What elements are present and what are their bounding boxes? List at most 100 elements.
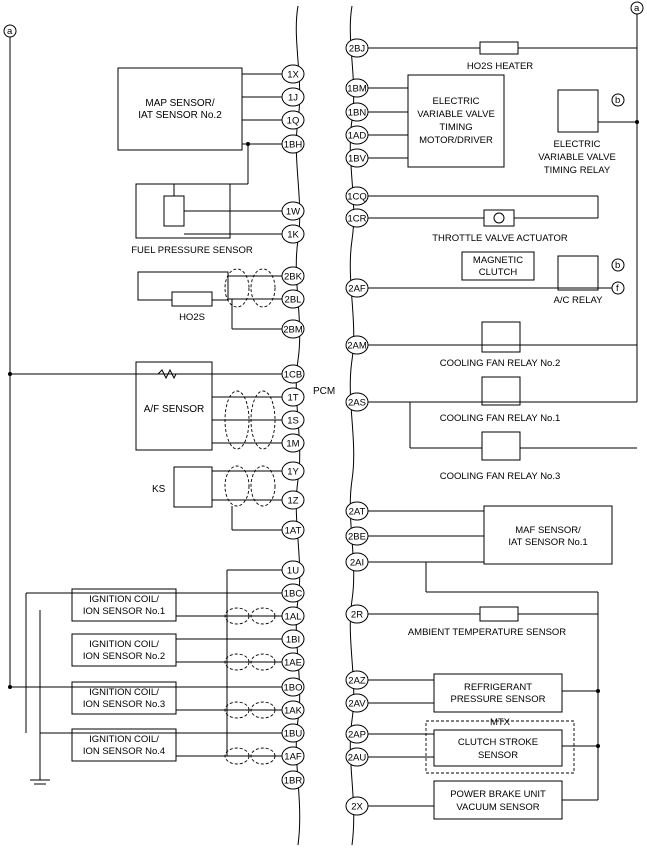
terminal-label: 1BO	[283, 683, 302, 694]
terminal-label: 1CR	[347, 214, 366, 225]
evvt-relay-line2: VARIABLE VALVE	[538, 152, 616, 163]
terminal-right-8	[345, 278, 369, 298]
terminal-label: 1BV	[348, 154, 367, 165]
terminal-label: 1AK	[284, 706, 303, 717]
terminal-label: 1AF	[284, 752, 302, 763]
terminal-left-10	[281, 387, 305, 407]
terminal-left-19	[281, 629, 305, 649]
terminal-label: 1M	[286, 439, 299, 450]
terminal-right-4	[345, 148, 369, 168]
terminal-right-10	[345, 392, 369, 412]
terminal-right-12	[345, 526, 369, 546]
connector-a-right-label: a	[634, 3, 640, 14]
terminal-right-1	[345, 78, 369, 98]
terminal-right-19	[345, 796, 369, 816]
evvt-motor-line4: MOTOR/DRIVER	[419, 135, 493, 146]
terminal-label: 1K	[287, 230, 299, 241]
brake-vacuum-line1: POWER BRAKE UNIT	[450, 789, 546, 800]
terminal-label: 1BC	[284, 589, 303, 600]
ho2s-heater-label: HO2S HEATER	[467, 61, 533, 72]
pcm-left-terminals: 1X1J1Q1BH1W1K2BK2BL2BM1CB1T1S1M1Y1Z1AT1U…	[281, 64, 305, 790]
map-sensor-line1: MAP SENSOR/	[145, 98, 214, 109]
fan-relay-1-label: COOLING FAN RELAY No.1	[440, 413, 561, 424]
throttle-actuator-label: THROTTLE VALVE ACTUATOR	[432, 233, 568, 244]
terminal-right-2	[345, 102, 369, 122]
terminal-left-20	[281, 652, 305, 672]
terminal-left-23	[281, 723, 305, 743]
terminal-label: 2AF	[348, 284, 366, 295]
terminal-label: 2BL	[285, 295, 302, 306]
terminal-label: 1J	[288, 93, 298, 104]
terminal-left-14	[281, 490, 305, 510]
terminal-left-6	[281, 266, 305, 286]
terminal-label: 1T	[287, 393, 298, 404]
terminal-label: 1BI	[286, 635, 300, 646]
clutch-stroke-line1: CLUTCH STROKE	[458, 737, 538, 748]
terminal-left-5	[281, 224, 305, 244]
brake-vacuum-line2: VACUUM SENSOR	[456, 802, 539, 813]
terminal-label: 2X	[351, 802, 363, 813]
terminal-label: 2AT	[349, 507, 366, 518]
connector-b-bottom: b	[615, 260, 620, 271]
terminal-left-13	[281, 461, 305, 481]
connector-a-left-label: a	[7, 26, 13, 37]
magnetic-clutch-line2: CLUTCH	[479, 267, 518, 278]
refrigerant-line2: PRESSURE SENSOR	[450, 694, 545, 705]
maf-line2: IAT SENSOR No.1	[508, 537, 587, 548]
fan-relay-2-label: COOLING FAN RELAY No.2	[440, 358, 561, 369]
fuel-pressure-sensor-label: FUEL PRESSURE SENSOR	[131, 245, 253, 256]
terminal-label: 1Y	[287, 467, 299, 478]
terminal-label: 1BH	[284, 140, 303, 151]
terminal-left-3	[281, 134, 305, 154]
maf-line1: MAF SENSOR/	[515, 525, 581, 536]
evvt-relay-line1: ELECTRIC	[554, 139, 601, 150]
terminal-label: 2AV	[348, 699, 366, 710]
map-sensor-line2: IAT SENSOR No.2	[138, 110, 222, 121]
terminal-right-16	[345, 693, 369, 713]
terminal-left-15	[281, 520, 305, 540]
terminal-label: 2BK	[284, 272, 303, 283]
terminal-label: 2AZ	[348, 676, 366, 687]
terminal-label: 1BM	[347, 84, 367, 95]
terminal-label: 2BE	[348, 532, 366, 543]
terminal-label: 1CB	[284, 370, 302, 381]
terminal-left-25	[281, 770, 305, 790]
refrigerant-line1: REFRIGERANT	[464, 682, 532, 693]
ho2s-label: HO2S	[179, 312, 205, 323]
terminal-label: 2AP	[348, 730, 366, 741]
evvt-motor-line1: ELECTRIC	[433, 96, 480, 107]
terminal-right-3	[345, 125, 369, 145]
terminal-label: 1Z	[287, 496, 298, 507]
terminal-label: 1CQ	[347, 192, 367, 203]
terminal-label: 1Q	[287, 116, 300, 127]
terminal-left-18	[281, 606, 305, 626]
terminal-label: 1BU	[284, 729, 303, 740]
terminal-left-7	[281, 289, 305, 309]
ign1-line2: ION SENSOR No.1	[83, 606, 165, 617]
ac-relay-label: A/C RELAY	[554, 295, 604, 306]
terminal-label: 1BR	[284, 776, 303, 787]
terminal-label: 1AD	[348, 131, 367, 142]
terminal-label: 1U	[287, 566, 299, 577]
terminal-right-11	[345, 501, 369, 521]
terminal-left-22	[281, 700, 305, 720]
terminal-right-17	[345, 724, 369, 744]
terminal-left-4	[281, 201, 305, 221]
terminal-left-9	[281, 364, 305, 384]
ign3-line2: ION SENSOR No.3	[83, 699, 165, 710]
terminal-label: 1S	[287, 416, 299, 427]
terminal-label: 1AL	[285, 612, 302, 623]
ambient-sensor-label: AMBIENT TEMPERATURE SENSOR	[408, 627, 566, 638]
terminal-label: 2AM	[347, 341, 367, 352]
terminal-right-0	[345, 38, 369, 58]
pcm-right-terminals: 2BJ1BM1BN1AD1BV1CQ1CR2AF2AM2AS2AT2BE2AI2…	[345, 38, 369, 816]
fan-relay-3-label: COOLING FAN RELAY No.3	[440, 471, 561, 482]
terminal-label: 2R	[351, 610, 363, 621]
ks-label: KS	[152, 484, 166, 495]
terminal-left-8	[281, 319, 305, 339]
terminal-left-12	[281, 433, 305, 453]
magnetic-clutch-line1: MAGNETIC	[473, 255, 523, 266]
evvt-motor-line3: TIMING	[439, 122, 472, 133]
